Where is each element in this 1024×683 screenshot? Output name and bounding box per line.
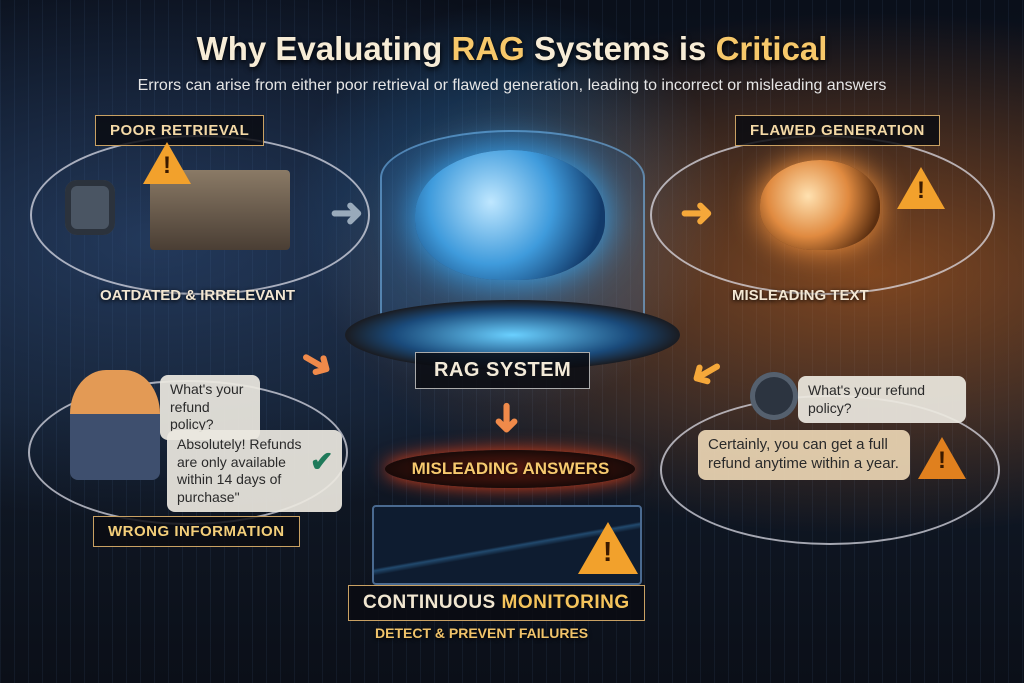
monitoring-highlight: MONITORING [501, 592, 630, 613]
warning-icon: ! [143, 142, 191, 184]
subtitle: Errors can arise from either poor retrie… [137, 77, 887, 94]
misleading-answers-label: MISLEADING ANSWERS [411, 459, 610, 478]
misleading-text-caption: MISLEADING TEXT [732, 287, 869, 304]
flawed-generation-label: FLAWED GENERATION [735, 115, 940, 146]
warning-icon: ! [918, 437, 966, 479]
title-rag: RAG [451, 30, 525, 67]
warning-icon: ! [578, 522, 638, 574]
wrong-information-label: WRONG INFORMATION [93, 516, 300, 547]
robot-icon [65, 180, 115, 235]
arrow-icon: ➜ [330, 191, 364, 235]
misleading-answers-glow [385, 450, 635, 488]
monitoring-prefix: CONTINUOUS [363, 592, 502, 613]
title-prefix: Why Evaluating [196, 30, 452, 67]
answer-bubble: Absolutely! Refunds are only available w… [167, 430, 342, 512]
continuous-monitoring-label: CONTINUOUS MONITORING [348, 585, 645, 621]
monitoring-subtitle: DETECT & PREVENT FAILURES [375, 625, 589, 641]
checkmark-icon: ✔ [310, 446, 334, 477]
brain-icon [760, 160, 880, 250]
title-critical: Critical [715, 30, 828, 67]
robot-icon [750, 372, 798, 420]
rag-system-label: RAG SYSTEM [415, 352, 591, 389]
poor-retrieval-label: POOR RETRIEVAL [95, 115, 265, 146]
question-bubble: What's your refund policy? [160, 375, 260, 440]
outdated-caption: OATDATED & IRRELEVANT [100, 287, 295, 304]
answer-bubble: Certainly, you can get a full refund any… [698, 430, 910, 480]
title-middle: Systems is [524, 30, 716, 67]
support-agent-avatar [70, 370, 160, 480]
brain-icon [415, 150, 605, 280]
arrow-down-icon: ➜ [484, 401, 529, 435]
arrow-icon: ➜ [680, 191, 714, 235]
question-bubble: What's your refund policy? [798, 376, 966, 423]
page-title: Why Evaluating RAG Systems is Critical [0, 30, 1024, 68]
warning-icon: ! [897, 167, 945, 209]
